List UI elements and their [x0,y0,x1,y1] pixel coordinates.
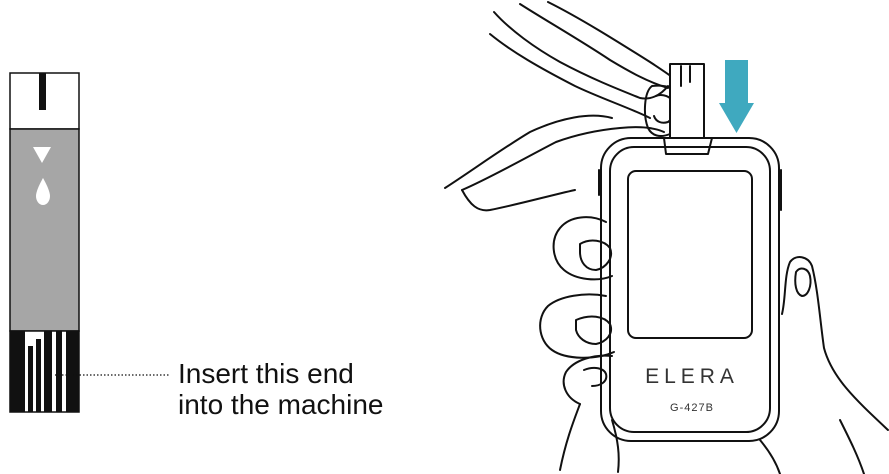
lower-hand [539,216,620,473]
meter-illustration [444,1,889,474]
callout-line-1: Insert this end [178,358,354,389]
blood-drop-icon [36,178,50,205]
glucose-meter [598,137,782,442]
test-strip [9,72,80,413]
inserted-strip [669,63,705,145]
chevron-down-icon [33,147,51,163]
strip-contacts [9,330,80,413]
insert-arrow-icon [719,60,754,133]
insertion-callout: Insert this end into the machine [178,358,383,420]
meter-screen [627,170,753,339]
strip-body [9,128,80,332]
strip-top-mark [39,73,46,110]
right-hand [759,256,889,474]
callout-line-2: into the machine [178,389,384,420]
meter-model-label: G-427B [670,402,714,414]
meter-brand-label: ELERA [645,365,739,388]
